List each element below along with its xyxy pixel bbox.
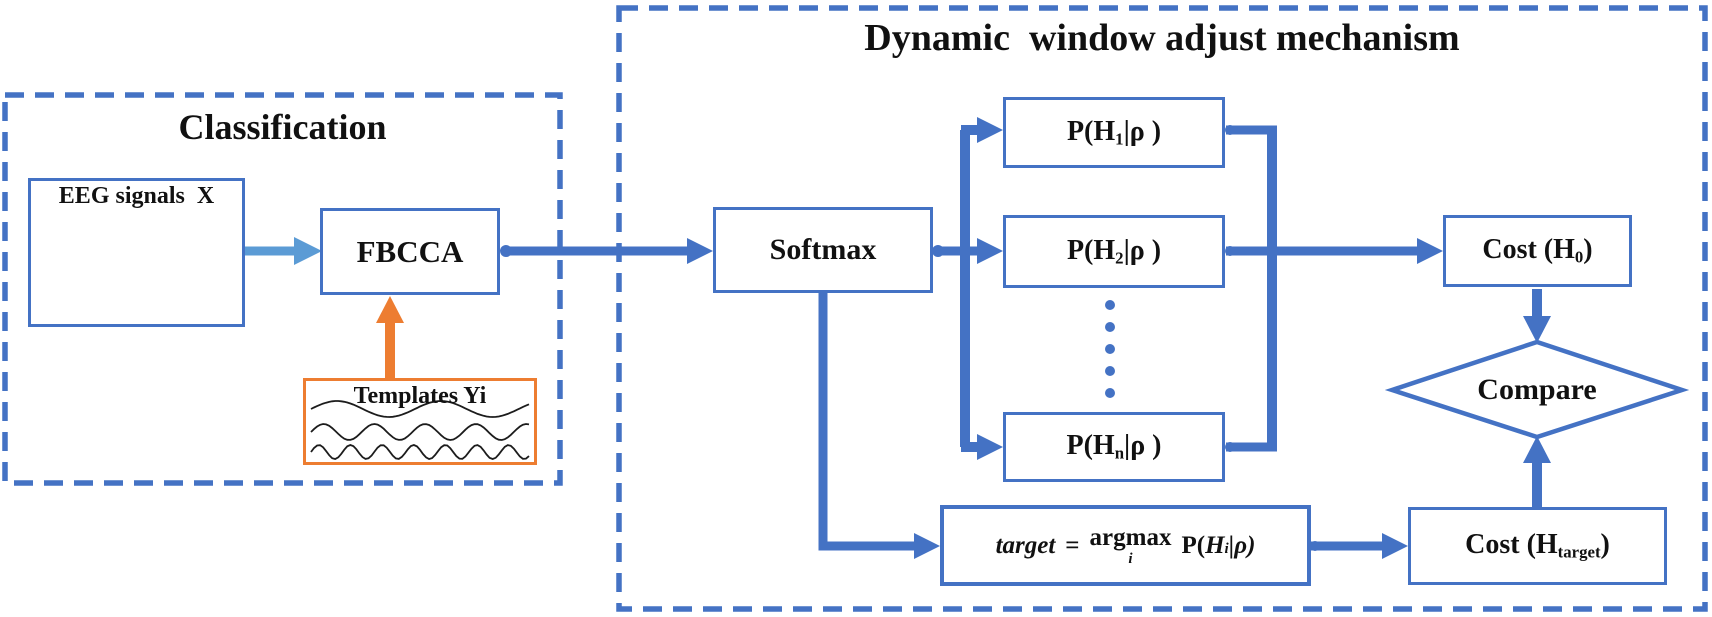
templates-label: Templates Yi <box>353 383 487 409</box>
p-h1-label: P(H1|ρ ) <box>1066 115 1162 149</box>
p-hn-box: P(Hn|ρ ) <box>1003 412 1225 482</box>
fbcca-label: FBCCA <box>356 233 464 269</box>
eeg-signals-label: EEG signals X <box>58 183 215 209</box>
p-h2-box: P(H2|ρ ) <box>1003 215 1225 288</box>
arrow-cost-h0-to-compare <box>1523 289 1551 343</box>
arrow-formula-to-cost-target <box>1310 533 1408 559</box>
fanout-trunk <box>960 117 1003 460</box>
cost-h0-label: Cost (H0) <box>1482 234 1593 267</box>
eeg-signals-box: EEG signals X <box>28 178 245 327</box>
arrow-fbcca-to-softmax <box>500 238 713 264</box>
compare-diamond <box>1384 339 1690 440</box>
p-h1-box: P(H1|ρ ) <box>1003 97 1225 168</box>
template-sine-waves <box>310 400 530 460</box>
templates-box: Templates Yi <box>303 378 537 465</box>
softmax-box: Softmax <box>713 207 933 293</box>
classification-dashed-border <box>2 92 563 486</box>
compare-label: Compare <box>1477 372 1597 406</box>
dynamic-window-section-title: Dynamic window adjust mechanism <box>864 17 1460 59</box>
arrow-cost-target-to-compare <box>1523 436 1551 509</box>
arrow-softmax-to-target-formula <box>818 293 940 559</box>
dynamic-window-dashed-border <box>616 5 1708 612</box>
p-hn-label: P(Hn|ρ ) <box>1066 430 1162 463</box>
classification-section-title: Classification <box>178 107 387 147</box>
softmax-label: Softmax <box>769 233 877 266</box>
arrow-merge-to-cost-h0 <box>1272 238 1443 264</box>
cost-target-label: Cost (Htarget) <box>1465 529 1610 562</box>
arrow-eeg-to-fbcca <box>245 237 322 265</box>
merge-trunk <box>1225 125 1277 452</box>
cost-target-box: Cost (Htarget) <box>1408 507 1667 585</box>
cost-h0-box: Cost (H0) <box>1443 215 1632 287</box>
arrow-templates-to-fbcca <box>376 296 404 380</box>
vertical-ellipsis <box>1105 300 1115 398</box>
fbcca-box: FBCCA <box>320 208 500 295</box>
p-h2-label: P(H2|ρ ) <box>1066 234 1162 268</box>
